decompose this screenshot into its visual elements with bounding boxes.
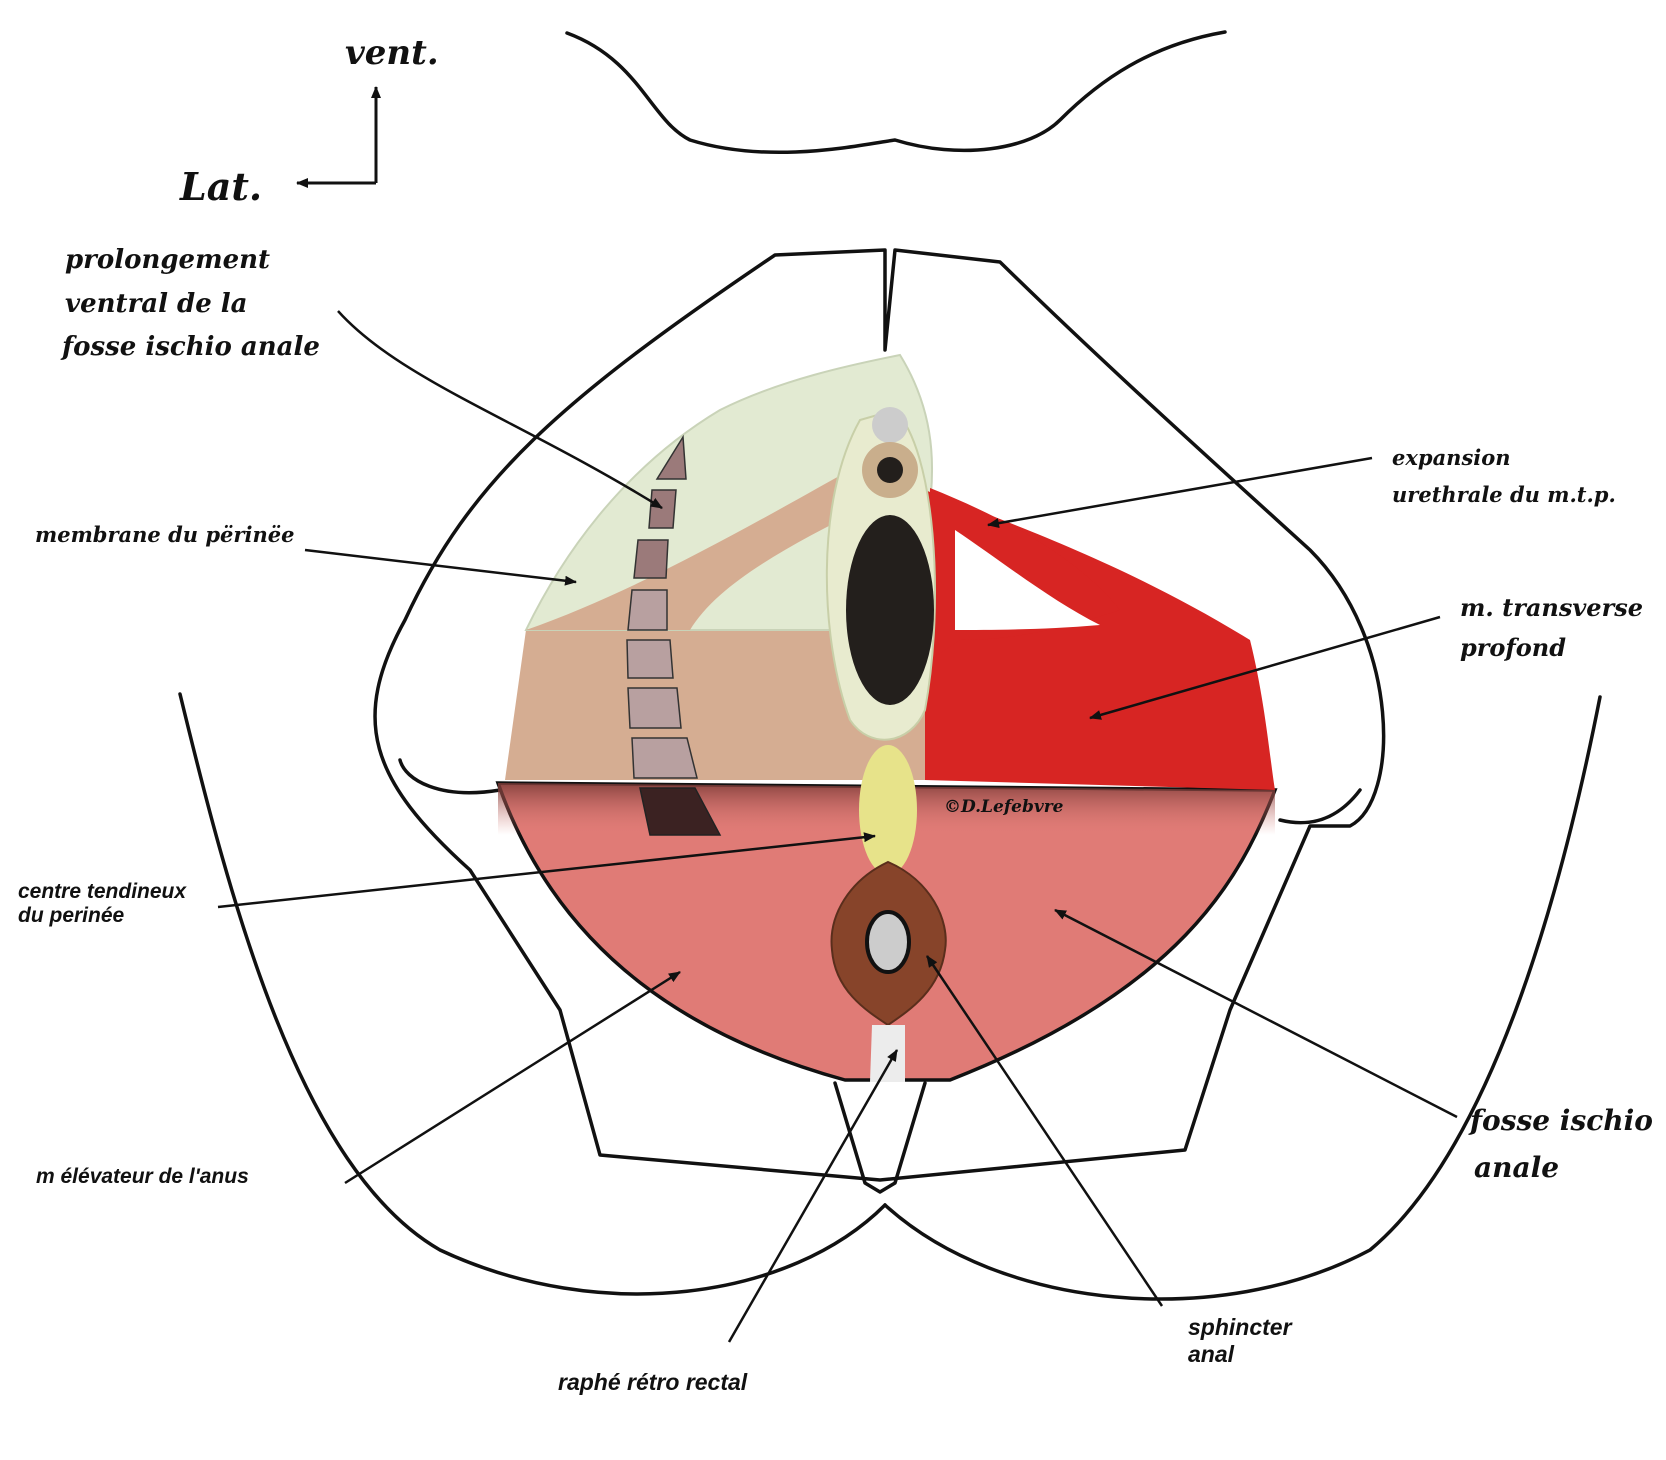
ventral-label: vent. bbox=[345, 33, 439, 73]
label-sphincter-1: sphincter bbox=[1188, 1314, 1293, 1340]
label-expansion-1: expansion bbox=[1392, 445, 1511, 470]
leader-transverse bbox=[1089, 615, 1441, 720]
leader-membrane bbox=[304, 548, 577, 586]
central-tendon bbox=[859, 745, 917, 875]
expansion-gap bbox=[955, 530, 1100, 630]
label-centre-1: centre tendineux bbox=[18, 880, 187, 903]
coccyx-outline bbox=[833, 1081, 927, 1194]
label-sphincter-2: anal bbox=[1188, 1341, 1235, 1367]
copyright-label: ©D.Lefebvre bbox=[944, 797, 1064, 817]
retro-rectal-raphe bbox=[870, 1025, 905, 1082]
leader-prolongement bbox=[337, 310, 663, 510]
tan-band bbox=[526, 470, 880, 630]
label-fosse-2: anale bbox=[1474, 1151, 1559, 1184]
left-buttock-outline bbox=[178, 692, 887, 1296]
ischial-ramus-left bbox=[398, 758, 502, 795]
leader-centre bbox=[217, 832, 876, 909]
label-transverse-2: profond bbox=[1460, 633, 1566, 662]
urethral-meatus bbox=[872, 407, 908, 443]
right-buttock-outline bbox=[883, 695, 1602, 1301]
leader-expansion bbox=[987, 456, 1373, 529]
ventral-contour bbox=[565, 30, 1227, 154]
label-centre-2: du perinée bbox=[18, 904, 125, 927]
leader-raphe bbox=[727, 1049, 899, 1343]
label-prolongement-2: ventral de la bbox=[65, 289, 248, 319]
label-membrane: membrane du përinëe bbox=[35, 522, 294, 547]
ischial-fat-segments bbox=[626, 434, 722, 836]
label-raphe: raphé rétro rectal bbox=[558, 1369, 748, 1395]
label-fosse-1: fosse ischio bbox=[1468, 1104, 1653, 1137]
urethra-lumen bbox=[877, 457, 903, 483]
lateral-label: Lat. bbox=[179, 164, 262, 209]
leader-fosse bbox=[1054, 908, 1458, 1119]
label-expansion-2: urethrale du m.t.p. bbox=[1392, 482, 1616, 507]
leader-sphincter bbox=[925, 955, 1164, 1307]
label-transverse-1: m. transverse bbox=[1460, 593, 1643, 622]
label-prolongement-3: fosse ischio anale bbox=[60, 332, 320, 362]
leader-elevateur bbox=[344, 970, 681, 1185]
vaginal-opening bbox=[846, 515, 934, 705]
ischial-ramus-right bbox=[1278, 788, 1362, 825]
label-elevateur: m élévateur de l'anus bbox=[36, 1165, 249, 1188]
orientation-indicator: vent. Lat. bbox=[179, 33, 439, 209]
label-prolongement-1: prolongement bbox=[65, 245, 270, 275]
ischial-outline bbox=[373, 248, 1386, 1182]
anal-canal bbox=[865, 910, 911, 974]
